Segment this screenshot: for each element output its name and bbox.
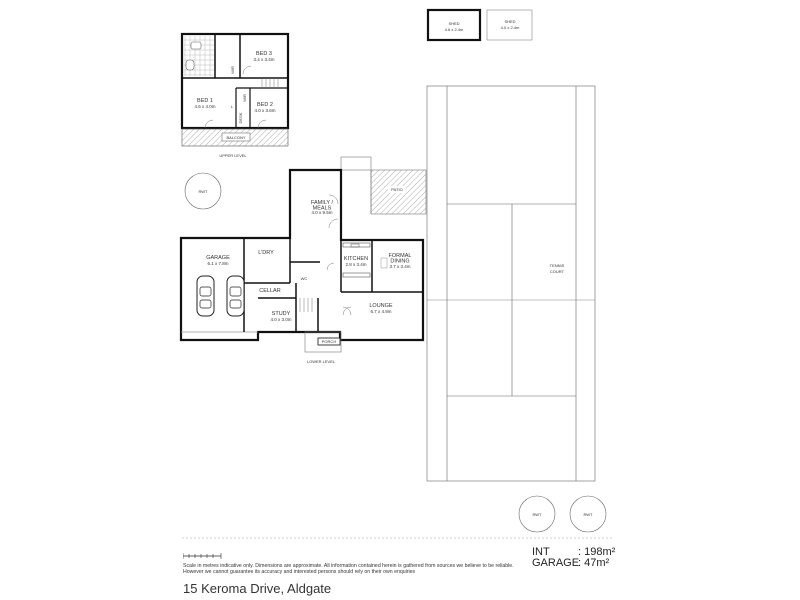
upper-level: BALCONY BED 3 3.4 x 3.4m BED 1 4.6 x 4.0… (180, 32, 290, 158)
garage-label: GARAGE (206, 255, 230, 261)
garage-dim: 6.1 x 7.8m (207, 261, 228, 266)
rwt-3-label: RWT (583, 512, 593, 517)
kitchen-label: KITCHEN (344, 256, 368, 262)
rainwater-tanks: RWT RWT RWT (184, 172, 607, 533)
cellar-label: CELLAR (259, 288, 280, 294)
area-int-label: INT (532, 546, 550, 558)
bed2-dim: 4.0 x 3.6m (254, 108, 275, 113)
area-garage-value: : 47m² (578, 557, 610, 569)
desk-label: DESK (238, 112, 243, 123)
tennis-court-label-line2: COURT (550, 269, 565, 274)
family-dim: 4.0 x 9.5m (311, 210, 332, 215)
shed-1-dim: 4.6 x 2.4m (445, 27, 464, 32)
disclaimer-text: Scale in metres indicative only. Dimensi… (183, 563, 514, 576)
family-label: FAMILY /MEALS (311, 200, 334, 212)
shed-2 (486, 9, 533, 41)
lounge-label: LOUNGE (369, 303, 393, 309)
area-int-value: : 198m² (578, 546, 616, 558)
property-address: 15 Keroma Drive, Aldgate (183, 581, 332, 596)
car-icon-2 (226, 275, 245, 317)
linen-label: L (231, 104, 234, 109)
lounge-dim: 6.7 x 4.9m (370, 309, 391, 314)
shed-2-label: SHED (504, 19, 515, 24)
bed1-dim: 4.6 x 4.0m (194, 104, 215, 109)
rwt-1-label: RWT (198, 189, 208, 194)
dining-dim: 3.7 x 3.4m (389, 264, 410, 269)
wc-label: WC (301, 276, 308, 281)
shed-1 (426, 8, 482, 42)
bed3-dim: 3.4 x 3.4m (253, 57, 274, 62)
wir1-label: WIR (230, 66, 235, 74)
area-garage-label: GARAGE (532, 557, 580, 569)
car-icon-1 (196, 275, 215, 317)
sink-icon (350, 243, 360, 248)
bed2-label: BED 2 (257, 102, 273, 108)
tennis-court (426, 85, 596, 482)
rwt-tank-2 (518, 495, 556, 533)
ldry-label: L'DRY (258, 250, 274, 256)
lower-level: PATIO (179, 156, 427, 364)
shed-2-dim: 4.0 x 2.4m (501, 25, 520, 30)
porch-label: PORCH (322, 339, 337, 344)
rwt-2-label: RWT (532, 512, 542, 517)
upper-level-label: UPPER LEVEL (219, 153, 247, 158)
patio-label: PATIO (391, 187, 402, 192)
tennis-court-label-line1: TENNIS (550, 263, 565, 268)
upper-outline (180, 32, 290, 130)
bed3-label: BED 3 (256, 51, 272, 57)
rwt-tank-3 (569, 495, 607, 533)
wir2-label: WIR (242, 94, 247, 102)
bed1-label: BED 1 (197, 98, 213, 104)
bath-basin-icon (190, 41, 202, 50)
rwt-tank-1 (184, 172, 222, 210)
study-label: STUDY (272, 311, 291, 317)
scale-bar (183, 553, 222, 559)
kitchen-dim: 2.8 x 3.4m (345, 262, 366, 267)
toilet-icon (185, 59, 195, 71)
shed-1-label: SHED (448, 21, 459, 26)
porch-area (304, 331, 342, 353)
sheds: SHED 4.6 x 2.4m SHED 4.0 x 2.4m (426, 8, 533, 42)
study-dim: 4.0 x 3.0m (270, 317, 291, 322)
lower-level-label: LOWER LEVEL (307, 359, 336, 364)
balcony-label: BALCONY (226, 135, 245, 140)
